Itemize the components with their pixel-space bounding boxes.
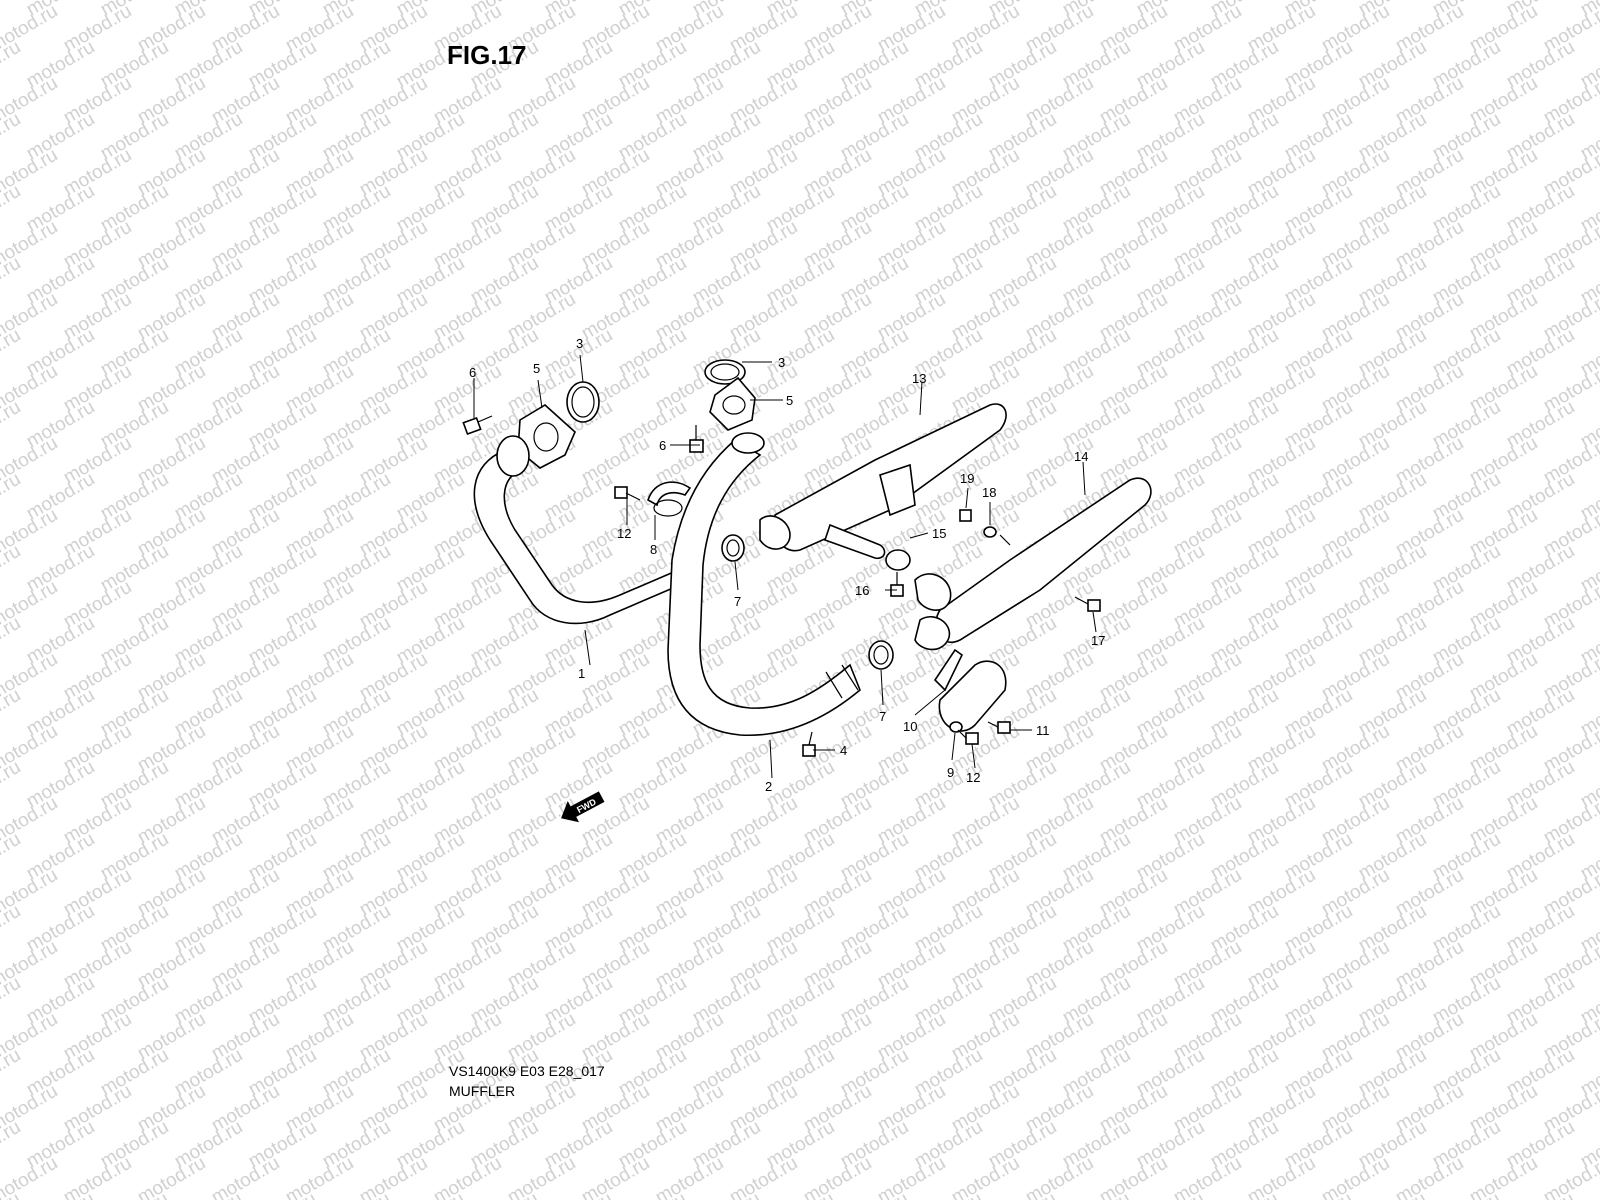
callout-1: 1 (578, 666, 585, 681)
connector-7-lower[interactable] (868, 640, 894, 670)
callout-8: 8 (650, 542, 657, 557)
callout-11: 11 (1036, 723, 1050, 738)
pipe-2-inlet (731, 432, 765, 454)
callout-6a: 6 (469, 365, 476, 380)
nut-9[interactable] (949, 721, 963, 733)
figure-caption: MUFFLER (449, 1083, 516, 1099)
callout-19: 19 (960, 471, 974, 486)
bolt-11[interactable] (987, 721, 1011, 734)
callout-3a: 3 (576, 336, 583, 351)
bolt-6-rear[interactable] (689, 425, 704, 453)
callout-13: 13 (912, 371, 926, 386)
muffler-14[interactable] (914, 477, 1152, 651)
clamp-8[interactable] (647, 481, 692, 517)
model-code: VS1400K9 E03 E28_017 (449, 1063, 605, 1079)
nut-19[interactable] (959, 509, 972, 522)
flange-5-rear[interactable] (709, 376, 756, 431)
callout-2: 2 (765, 779, 772, 794)
bolt-6-front[interactable] (462, 415, 493, 436)
fwd-arrow: FWD (561, 791, 605, 823)
bolt-12-right[interactable] (957, 729, 979, 745)
pipe-1-inlet (496, 435, 530, 477)
bolt-4[interactable] (802, 731, 816, 757)
callout-18: 18 (982, 485, 996, 500)
callout-6b: 6 (659, 438, 666, 453)
callout-17: 17 (1091, 633, 1105, 648)
callout-16: 16 (855, 583, 869, 598)
callout-15: 15 (932, 526, 946, 541)
callout-7a: 7 (734, 594, 741, 609)
callout-4: 4 (840, 743, 847, 758)
callout-5b: 5 (786, 393, 793, 408)
washer-18[interactable] (983, 526, 997, 538)
clamp-15[interactable] (885, 549, 911, 571)
callout-9: 9 (947, 765, 954, 780)
callout-10: 10 (903, 719, 917, 734)
callout-14: 14 (1074, 449, 1088, 464)
exhaust-pipe-1[interactable] (473, 449, 692, 625)
callout-5a: 5 (533, 361, 540, 376)
callout-3b: 3 (778, 355, 785, 370)
bolt-16[interactable] (890, 572, 904, 597)
callout-12a: 12 (617, 526, 631, 541)
callout-7b: 7 (879, 709, 886, 724)
connector-7-upper[interactable] (721, 534, 745, 562)
bolt-17[interactable] (1074, 596, 1101, 612)
callout-12b: 12 (966, 770, 980, 785)
